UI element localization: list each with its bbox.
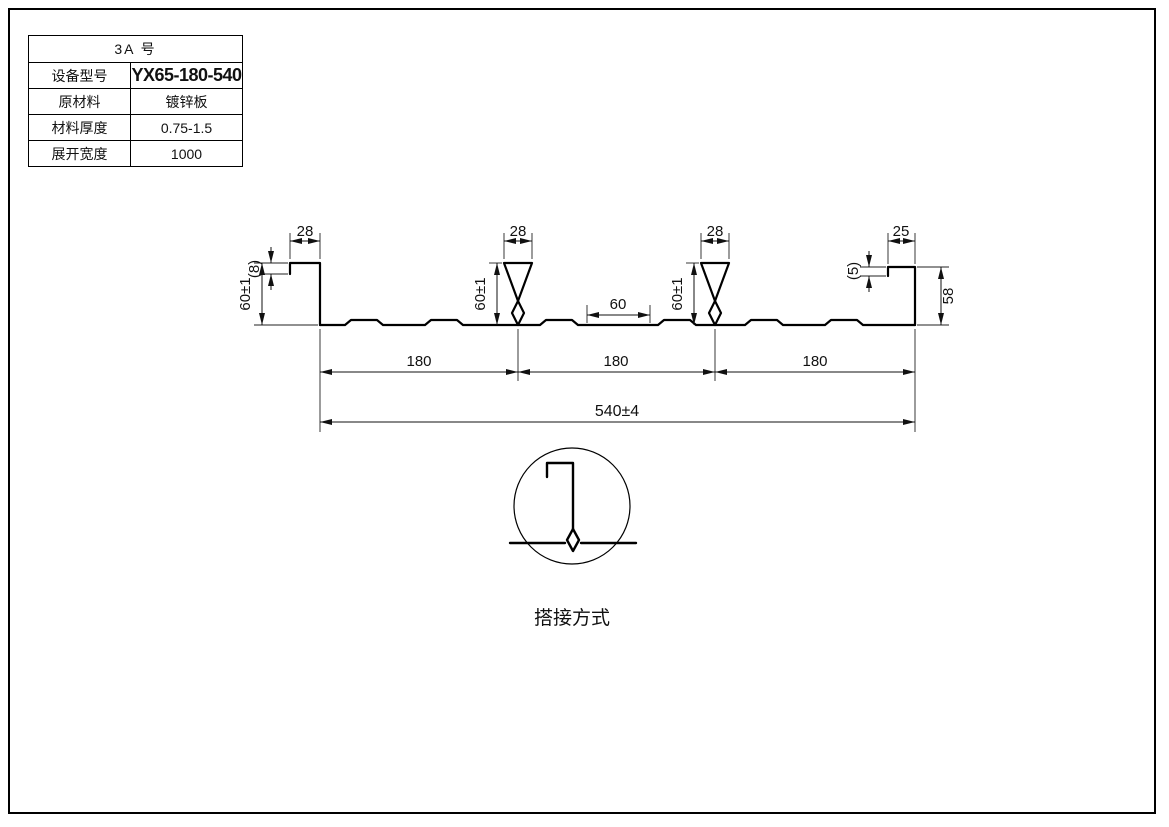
dimension-texts: 28 (8) 60±1 28 60±1 60 28 60±1 25 (5) 58… (237, 223, 957, 420)
dim-right-hook-width: 25 (893, 223, 910, 240)
drawing-frame (8, 8, 1156, 814)
coil-width-value: 1000 (170, 145, 203, 162)
model-label: 设备型号 (29, 63, 131, 88)
spec-table: 3A 号 设备型号 YX65-180-540 原材料 镀锌板 材料厚度 0.75… (28, 35, 243, 167)
left-edge-hook (288, 261, 322, 327)
detail-seam (565, 527, 581, 553)
table-row: 原材料 镀锌板 (29, 88, 242, 114)
right-edge-hook (886, 265, 917, 327)
rib-2 (699, 261, 731, 303)
dim-rib1-height: 60±1 (472, 277, 489, 310)
model-value: YX65-180-540 (131, 65, 242, 85)
dim-rib2-width: 28 (707, 223, 724, 240)
rib-2-seam (707, 299, 723, 327)
material-label: 原材料 (29, 89, 131, 114)
dim-pitch-2: 180 (603, 353, 628, 370)
dim-pitch-1: 180 (406, 353, 431, 370)
dim-overall-width: 540±4 (595, 403, 639, 420)
dim-left-lip: (8) (246, 260, 263, 278)
sheet-number: 3A 号 (114, 41, 157, 57)
dim-rib1-width: 28 (510, 223, 527, 240)
thickness-value: 0.75-1.5 (160, 119, 213, 136)
coil-width-label: 展开宽度 (29, 141, 131, 166)
dim-right-lip: (5) (845, 262, 862, 280)
dim-right-height: 58 (940, 288, 957, 305)
table-row: 展开宽度 1000 (29, 140, 242, 166)
detail-circle (513, 447, 631, 565)
table-row: 设备型号 YX65-180-540 (29, 62, 242, 88)
dim-left-height: 60±1 (237, 277, 254, 310)
thickness-label: 材料厚度 (29, 115, 131, 140)
detail-upper-sheet (545, 461, 575, 531)
rib-1 (502, 261, 534, 303)
material-value: 镀锌板 (165, 93, 208, 110)
lap-joint-detail: 搭接方式 (508, 447, 638, 629)
profile-outline (288, 261, 917, 327)
rib-1-seam (510, 299, 526, 327)
spec-table-title-row: 3A 号 (29, 36, 242, 62)
table-row: 材料厚度 0.75-1.5 (29, 114, 242, 140)
bottom-flange (318, 318, 917, 327)
dim-pitch-3: 180 (802, 353, 827, 370)
dim-mid-flat: 60 (610, 296, 627, 313)
dim-rib2-height: 60±1 (669, 277, 686, 310)
detail-caption: 搭接方式 (534, 607, 610, 629)
dim-left-hook-width: 28 (297, 223, 314, 240)
dimension-lines (259, 238, 944, 425)
